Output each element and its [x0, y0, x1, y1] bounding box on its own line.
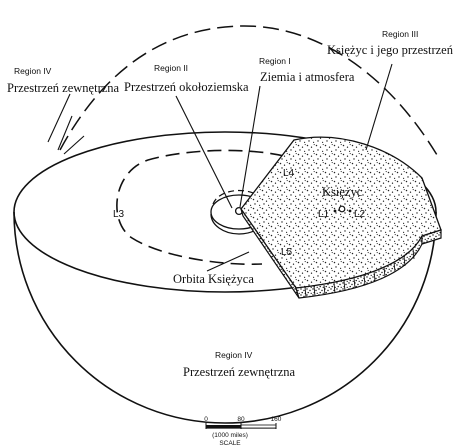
region-i-title: Region I: [259, 56, 291, 66]
l1-label: L1: [318, 209, 330, 220]
l5-label: L5: [281, 247, 293, 258]
moon-label: Księżyc: [322, 185, 363, 199]
region-iii-wedge: [241, 137, 441, 298]
scale-unit: (1000 miles): [212, 432, 248, 439]
l4-label: L4: [283, 168, 295, 179]
region-ii-name: Przestrzeń okołoziemska: [124, 80, 249, 94]
l2-label: L2: [354, 209, 366, 220]
scale-bar: 0 80 160 (1000 miles) SCALE: [204, 416, 282, 447]
region-iv-top-title: Region IV: [14, 66, 52, 76]
scale-tick-0: 0: [204, 416, 208, 423]
region-iii-name: Księżyc i jego przestrzeń: [327, 43, 454, 57]
region-ii-title: Region II: [154, 63, 188, 73]
scale-tick-80: 80: [237, 416, 245, 423]
region-iii-title: Region III: [382, 29, 418, 39]
region-iv-bottom-name: Przestrzeń zewnętrzna: [183, 365, 296, 379]
l1-point-icon: [334, 210, 337, 213]
l2-point-icon: [349, 210, 352, 213]
region-i-name: Ziemia i atmosfera: [260, 70, 355, 84]
region-iv-top-name: Przestrzeń zewnętrzna: [7, 81, 120, 95]
orbit-label: Orbita Księżyca: [173, 272, 254, 286]
scale-tick-160: 160: [271, 416, 282, 423]
l3-label: L3: [113, 209, 125, 220]
scale-title: SCALE: [219, 440, 241, 447]
region-iv-bottom-title: Region IV: [215, 350, 253, 360]
moon-icon: [339, 206, 345, 212]
